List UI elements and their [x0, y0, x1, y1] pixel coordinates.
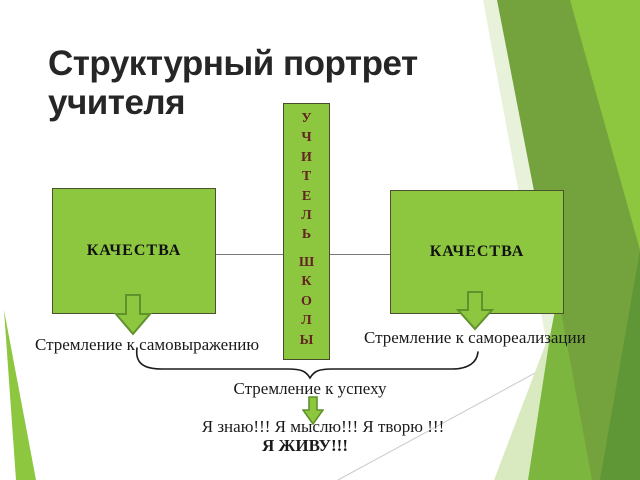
down-arrow-icon: [302, 396, 324, 425]
statement-line2: Я ЖИВУ!!!: [262, 436, 348, 455]
slide-title: Структурный портрет учителя: [48, 44, 418, 122]
decor-medium-triangle: [522, 295, 592, 480]
decor-left-sliver: [4, 310, 36, 480]
column-letter: Т: [301, 169, 312, 185]
column-letter: У: [301, 111, 312, 126]
column-letter: И: [301, 149, 312, 165]
column-letter: Л: [301, 208, 312, 224]
center-caption: Стремление к успеху: [233, 379, 387, 398]
down-arrow-icon: [456, 291, 494, 331]
column-letter: Л: [301, 313, 312, 329]
right-caption: Стремление к самореализации: [364, 328, 586, 347]
left-qualities-box: КАЧЕСТВА: [52, 188, 216, 314]
decor-bright-corner: [570, 0, 640, 250]
decor-deep-triangle: [600, 250, 640, 480]
column-letter: Е: [301, 188, 312, 204]
left-caption: Стремление к самовыражению: [35, 335, 260, 354]
column-letter: Ш: [298, 254, 315, 270]
down-arrow-icon: [114, 294, 152, 336]
column-letter: К: [301, 274, 312, 290]
column-letter: О: [301, 293, 312, 309]
column-letter: Ы: [299, 332, 314, 348]
column-letter: Ь: [301, 227, 312, 243]
left-qualities-label: КАЧЕСТВА: [86, 242, 182, 259]
right-qualities-label: КАЧЕСТВА: [429, 243, 525, 260]
decor-pale-triangle: [494, 330, 551, 480]
column-letter: Ч: [301, 130, 312, 146]
statement-line1: Я знаю!!! Я мыслю!!! Я творю !!!: [201, 417, 445, 436]
